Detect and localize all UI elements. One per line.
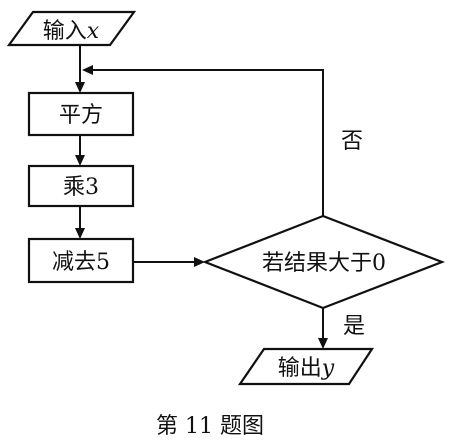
yes-label: 是: [343, 314, 365, 339]
edge-subtract-to-condition: [133, 257, 205, 267]
square-rect: [27, 91, 135, 137]
edge-input-to-square: [75, 45, 85, 93]
arrow-head: [318, 338, 328, 349]
arrow-head: [75, 155, 85, 166]
edge-no-loop-back: 否: [82, 65, 363, 216]
edge-multiply-to-subtract: [75, 206, 85, 239]
no-label: 否: [341, 129, 363, 154]
arrow-head: [82, 65, 93, 75]
output-node: 输出y: [237, 347, 375, 386]
square-node: 平方: [27, 91, 135, 137]
figure-caption: 第 11 题图: [156, 414, 264, 439]
arrow-head: [75, 82, 85, 93]
input-node: 输入x: [6, 10, 137, 47]
arrow-head: [75, 228, 85, 239]
subtract-node: 减去5: [27, 237, 135, 284]
edge-square-to-multiply: [75, 135, 85, 166]
multiply-label: 乘3: [63, 175, 99, 200]
output-parallelogram: [237, 347, 375, 386]
multiply-node: 乘3: [27, 164, 135, 208]
multiply-rect: [27, 164, 135, 208]
condition-label: 若结果大于0: [262, 251, 386, 276]
edge-yes-to-output: 是: [318, 308, 365, 349]
subtract-label: 减去5: [52, 250, 110, 275]
square-label: 平方: [59, 103, 103, 128]
subtract-rect: [27, 237, 135, 284]
arrow-head: [194, 257, 205, 267]
input-parallelogram: [6, 10, 137, 47]
input-label: 输入x: [43, 19, 100, 44]
condition-node: 若结果大于0: [201, 214, 446, 310]
output-label: 输出y: [278, 356, 335, 381]
